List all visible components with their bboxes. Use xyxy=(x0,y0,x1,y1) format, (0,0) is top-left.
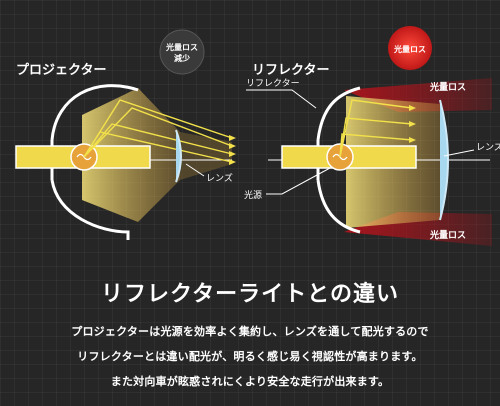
projector-housing-bottom xyxy=(50,179,130,240)
reflector-light-loss-badge xyxy=(388,26,432,70)
projector-light-loss-badge xyxy=(159,29,205,75)
reflector-diagram: リフレクター 光量ロス 光量ロス 光量ロス xyxy=(244,26,500,246)
reflector-lens xyxy=(439,99,449,221)
reflector-ray-arrowheads xyxy=(409,105,416,143)
projector-lens-label: レンズ xyxy=(206,172,233,184)
section-heading: リフレクターライトとの違い xyxy=(101,282,399,307)
reflector-housing-bottom xyxy=(316,179,361,234)
reflector-loss-label-bottom: 光量ロス xyxy=(429,229,466,241)
projector-housing-top xyxy=(50,84,139,141)
reflector-callout-source: 光源 xyxy=(244,189,262,201)
projector-lens xyxy=(175,129,182,183)
reflector-housing-top xyxy=(316,86,361,141)
projector-diagram: プロジェクター 光量ロス 減少 xyxy=(15,29,236,240)
reflector-title: リフレクター xyxy=(252,63,329,78)
reflector-loss-label-top: 光量ロス xyxy=(429,81,466,93)
projector-title: プロジェクター xyxy=(16,63,106,78)
description-line-1: プロジェクターは光源を効率よく集約し、レンズを通して配光するので xyxy=(71,325,429,338)
reflector-rays xyxy=(339,99,413,158)
projector-badge-line1: 光量ロス xyxy=(165,42,198,52)
projector-rays xyxy=(83,99,233,163)
reflector-callout-reflector: リフレクター xyxy=(246,78,300,89)
reflector-callout-lens: レンズ xyxy=(476,141,500,153)
projector-badge-line2: 減少 xyxy=(174,53,190,63)
reflector-badge-label: 光量ロス xyxy=(393,44,426,54)
description-line-2: リフレクターとは違い配光が、明るく感じ易く視認性が高まります。 xyxy=(77,350,423,363)
projector-ray-arrowheads xyxy=(229,135,236,165)
description-line-3: また対向車が眩惑されにくより安全な走行が出来ます。 xyxy=(110,375,390,388)
